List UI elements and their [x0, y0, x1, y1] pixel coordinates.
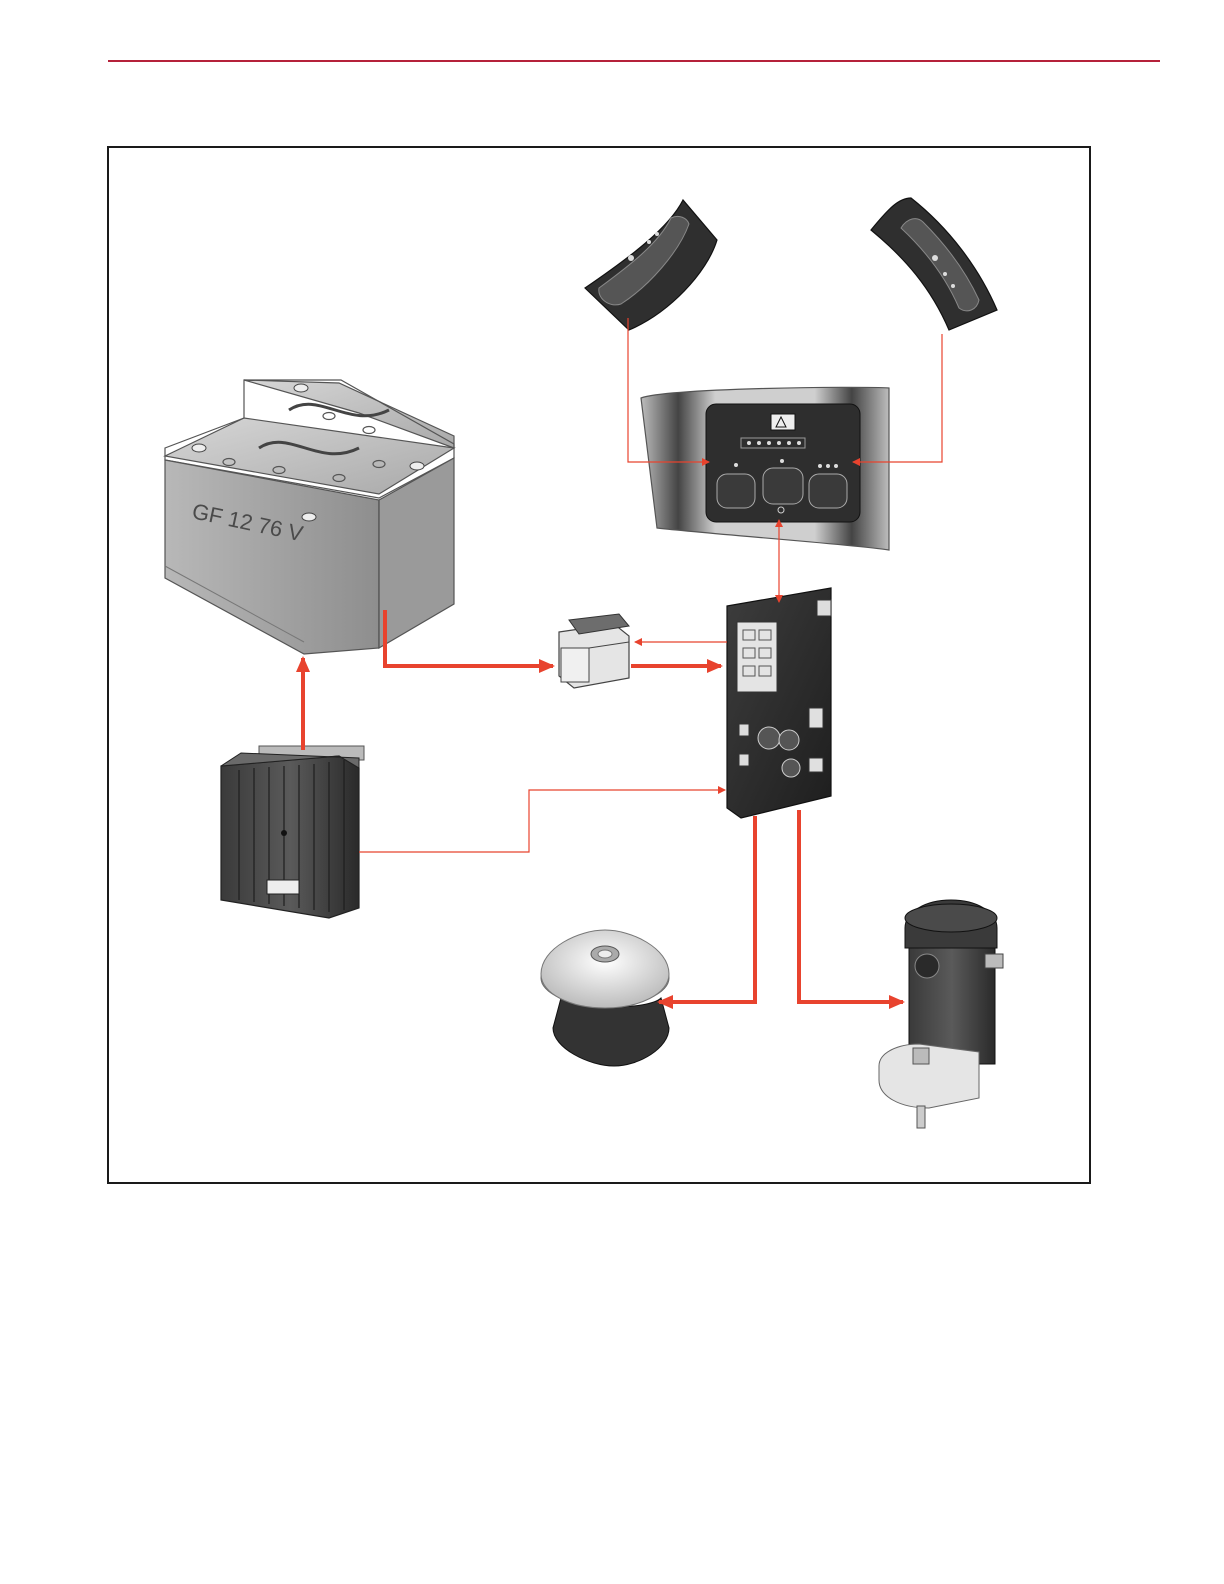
battery-pack: GF 12 76 V [165, 380, 454, 654]
brush-motor [879, 900, 1003, 1128]
control-board [727, 588, 831, 818]
wire-board-brush [799, 810, 903, 1002]
wiring-diagram: GF 12 76 V [109, 148, 1089, 1182]
header-rule [108, 60, 1160, 62]
water-button [809, 474, 847, 508]
battery-charger [221, 746, 364, 918]
wire-charger-board [359, 790, 725, 852]
right-handle-switch [871, 198, 997, 330]
relay [559, 614, 629, 688]
control-panel [641, 387, 889, 550]
vacuum-motor [541, 930, 669, 1066]
wiring-diagram-frame: GF 12 76 V [107, 146, 1091, 1184]
wire-board-vacuum [659, 816, 755, 1002]
brush-button [763, 468, 803, 504]
vacuum-button [717, 474, 755, 508]
left-handle-switch [585, 200, 717, 330]
